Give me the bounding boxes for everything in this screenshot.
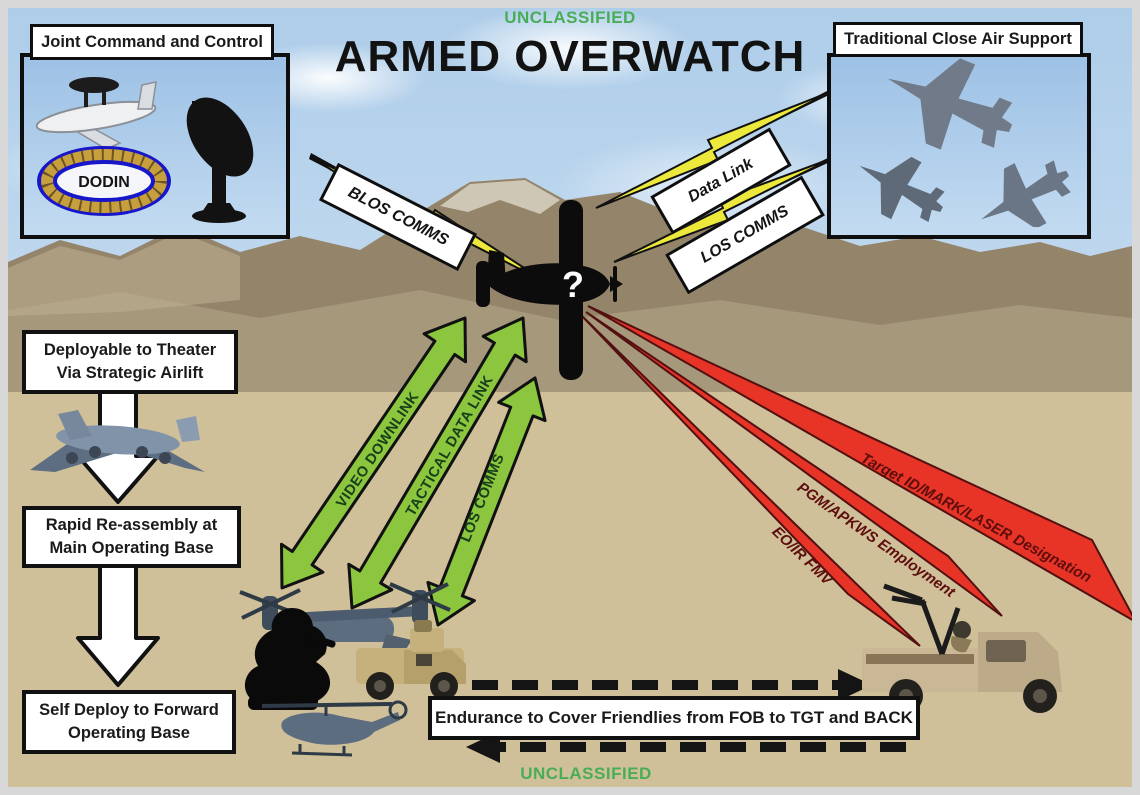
f16-fighter-icon bbox=[859, 156, 945, 222]
jcc-panel: DODIN bbox=[20, 53, 290, 239]
beam-target-designation bbox=[587, 305, 1139, 625]
ac130-gunship-icon bbox=[887, 58, 1013, 150]
frame-top bbox=[0, 0, 1140, 8]
technical-truck-target bbox=[862, 583, 1062, 713]
a10-attack-icon bbox=[981, 160, 1071, 229]
satellite-dish-icon bbox=[186, 97, 254, 223]
step-line: Operating Base bbox=[68, 724, 190, 742]
diagram-title: ARMED OVERWATCH bbox=[334, 32, 806, 81]
step-rapid-reassembly: Rapid Re-assembly at Main Operating Base bbox=[22, 506, 241, 568]
cas-panel-label: Traditional Close Air Support bbox=[833, 22, 1083, 57]
c17-aircraft bbox=[30, 410, 205, 472]
beam-pgm-apkws bbox=[585, 311, 1003, 617]
armed-overwatch-aircraft bbox=[476, 200, 623, 380]
frame-right bbox=[1132, 0, 1140, 795]
dodin-ring-icon: DODIN bbox=[37, 146, 171, 216]
arrow-los-comms bbox=[426, 376, 547, 627]
friendly-forces bbox=[239, 582, 466, 757]
step-line: Main Operating Base bbox=[49, 539, 214, 557]
beam-eoir-fmv bbox=[581, 315, 921, 647]
arrow-video-downlink bbox=[280, 316, 467, 590]
endurance-arrows bbox=[466, 669, 906, 763]
cas-panel bbox=[827, 53, 1091, 239]
frame-left bbox=[0, 0, 8, 795]
dodin-label: DODIN bbox=[78, 174, 130, 191]
step-line: Rapid Re-assembly at bbox=[45, 515, 218, 534]
frame-bottom bbox=[0, 787, 1140, 795]
uplink-arrows bbox=[280, 316, 547, 627]
arrow-tactical-data-link bbox=[347, 316, 528, 610]
effect-beams bbox=[581, 305, 1139, 647]
jltv-vehicle bbox=[356, 620, 466, 700]
hh60-helicopter bbox=[261, 700, 408, 757]
classification-banner-top: UNCLASSIFIED bbox=[504, 8, 636, 27]
aircraft-question-mark: ? bbox=[562, 264, 584, 305]
cas-panel-graphics bbox=[859, 58, 1071, 229]
awacs-aircraft-icon bbox=[35, 77, 157, 150]
jcc-panel-graphics: DODIN bbox=[35, 77, 254, 223]
step-line: Self Deploy to Forward bbox=[39, 700, 219, 719]
step-line: Deployable to Theater bbox=[43, 340, 217, 359]
step-self-deploy: Self Deploy to Forward Operating Base bbox=[22, 690, 236, 754]
step-line: Via Strategic Airlift bbox=[56, 364, 204, 382]
classification-banner-bottom: UNCLASSIFIED bbox=[520, 764, 652, 783]
endurance-box: Endurance to Cover Friendlies from FOB t… bbox=[428, 696, 920, 740]
jcc-panel-label: Joint Command and Control bbox=[30, 24, 274, 60]
step-strategic-airlift: Deployable to Theater Via Strategic Airl… bbox=[22, 330, 238, 394]
